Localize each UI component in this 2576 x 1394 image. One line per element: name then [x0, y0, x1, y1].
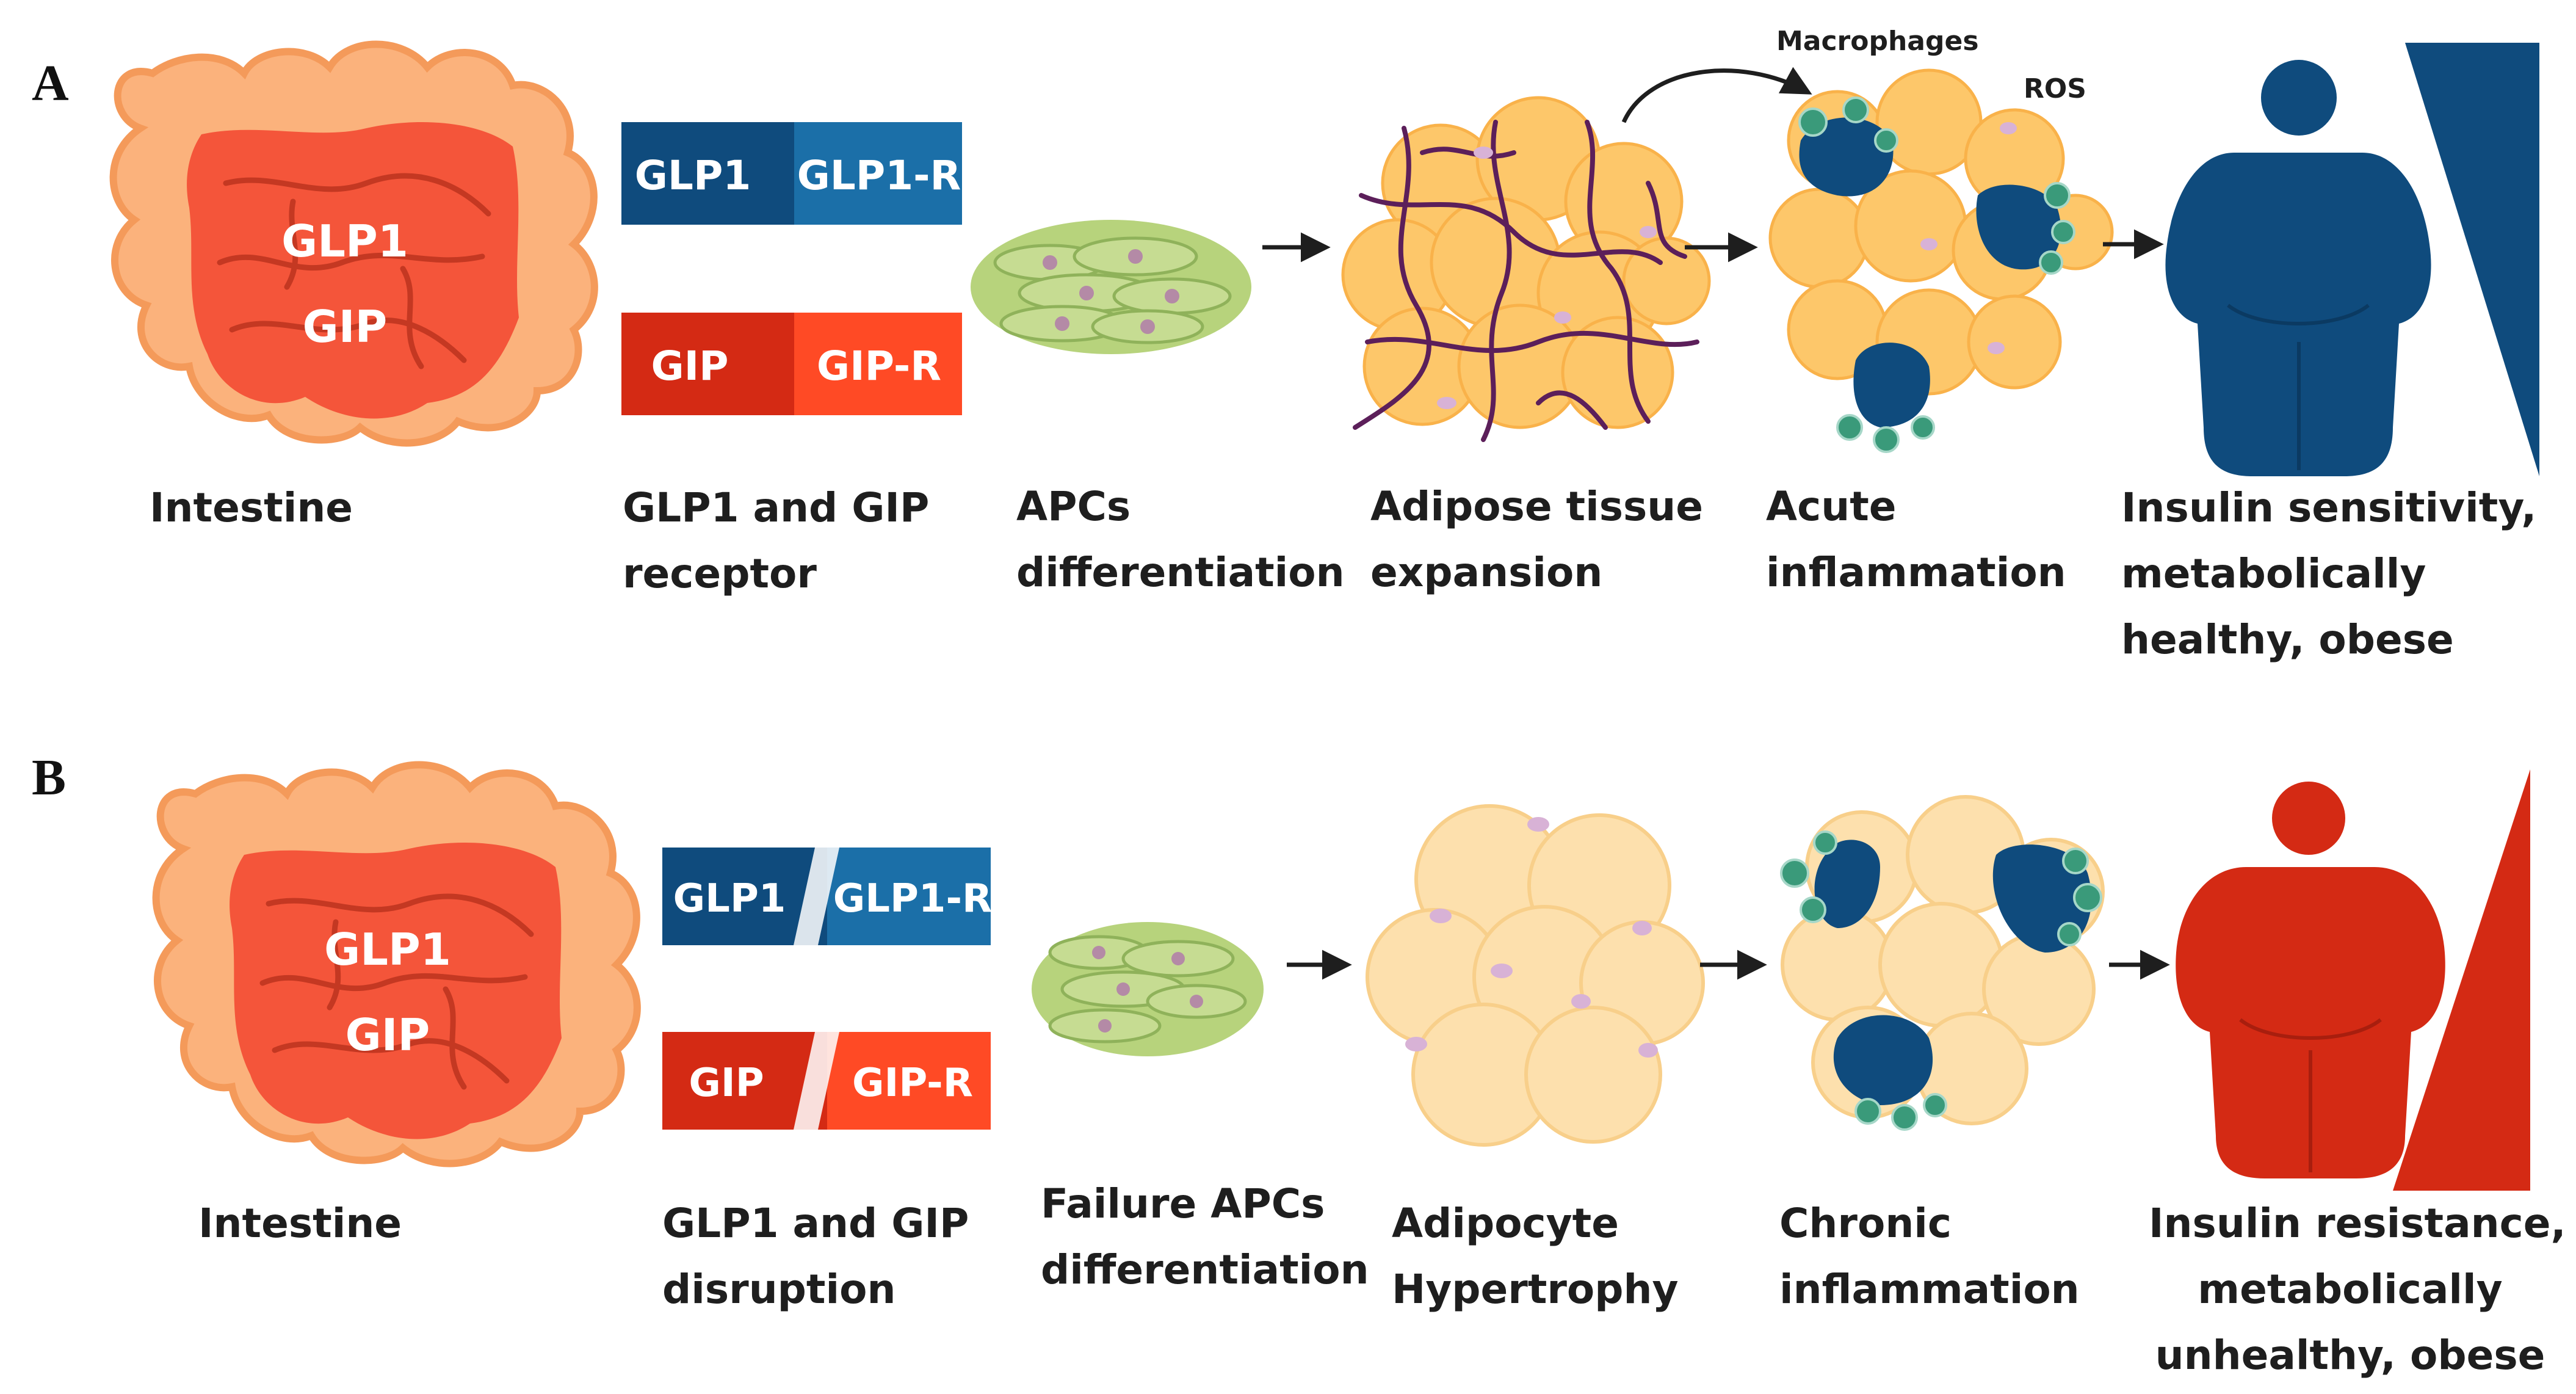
glp1-a-label: GLP1 — [635, 152, 751, 199]
caption-adipose-a: Adipose tissue expansion — [1370, 483, 1704, 596]
caption-outcome-b: Insulin resistance, metabolically unheal… — [2149, 1200, 2566, 1379]
caption-intestine-b: Intestine — [198, 1200, 402, 1247]
caption-inflammation-b: Chronic inflammation — [1779, 1200, 2080, 1313]
adipocyte-hypertrophy-b — [1366, 804, 1705, 1147]
receptor-glp1-b: GLP1 GLP1-R — [662, 848, 992, 945]
panel-a-letter: A — [32, 55, 69, 112]
panel-b-letter: B — [32, 749, 67, 806]
caption-intestine-a: Intestine — [150, 484, 353, 531]
intestine-a: GLP1 GIP — [109, 40, 598, 447]
flow-arrows-a — [1262, 229, 2164, 263]
intestine-b-gip-label: GIP — [346, 1009, 430, 1061]
intestine-a-gip-label: GIP — [303, 301, 388, 352]
caption-outcome-a: Insulin sensitivity, metabolically healt… — [2121, 484, 2537, 663]
caption-receptor-a: GLP1 and GIP receptor — [623, 484, 930, 597]
intestine-b: GLP1 GIP — [152, 761, 641, 1167]
gipr-a-label: GIP-R — [817, 343, 941, 390]
apcs-cells-b — [1032, 922, 1264, 1056]
caption-adipocyte-b: Adipocyte Hypertrophy — [1392, 1200, 1679, 1313]
caption-apcs-a: APCs differentiation — [1016, 483, 1345, 596]
caption-receptor-b: GLP1 and GIP disruption — [662, 1200, 969, 1313]
glp1r-b-label: GLP1-R — [833, 876, 993, 921]
glp1r-a-label: GLP1-R — [797, 152, 961, 199]
caption-apcs-b: Failure APCs differentiation — [1041, 1180, 1369, 1293]
glp1-b-label: GLP1 — [673, 876, 786, 921]
macrophages-label: Macrophages — [1776, 26, 1979, 57]
receptor-gip-b: GIP GIP-R — [662, 1032, 991, 1130]
intestine-b-glp1-label: GLP1 — [324, 924, 451, 975]
body-figure-b — [2176, 769, 2530, 1191]
caption-inflammation-a: Acute inflammation — [1766, 483, 2066, 596]
gip-a-label: GIP — [651, 343, 728, 390]
gip-b-label: GIP — [689, 1061, 764, 1106]
body-figure-a — [2165, 43, 2539, 476]
apcs-cells-a — [971, 220, 1251, 354]
receptor-glp1-a: GLP1 GLP1-R — [621, 122, 962, 225]
receptor-gip-a: GIP GIP-R — [621, 313, 962, 415]
intestine-a-glp1-label: GLP1 — [281, 216, 408, 267]
adipose-expansion-a — [1341, 67, 1812, 442]
acute-inflammation-a — [1768, 68, 2114, 453]
gipr-b-label: GIP-R — [852, 1061, 973, 1106]
ros-label: ROS — [2024, 73, 2086, 104]
chronic-inflammation-b — [1780, 795, 2105, 1131]
